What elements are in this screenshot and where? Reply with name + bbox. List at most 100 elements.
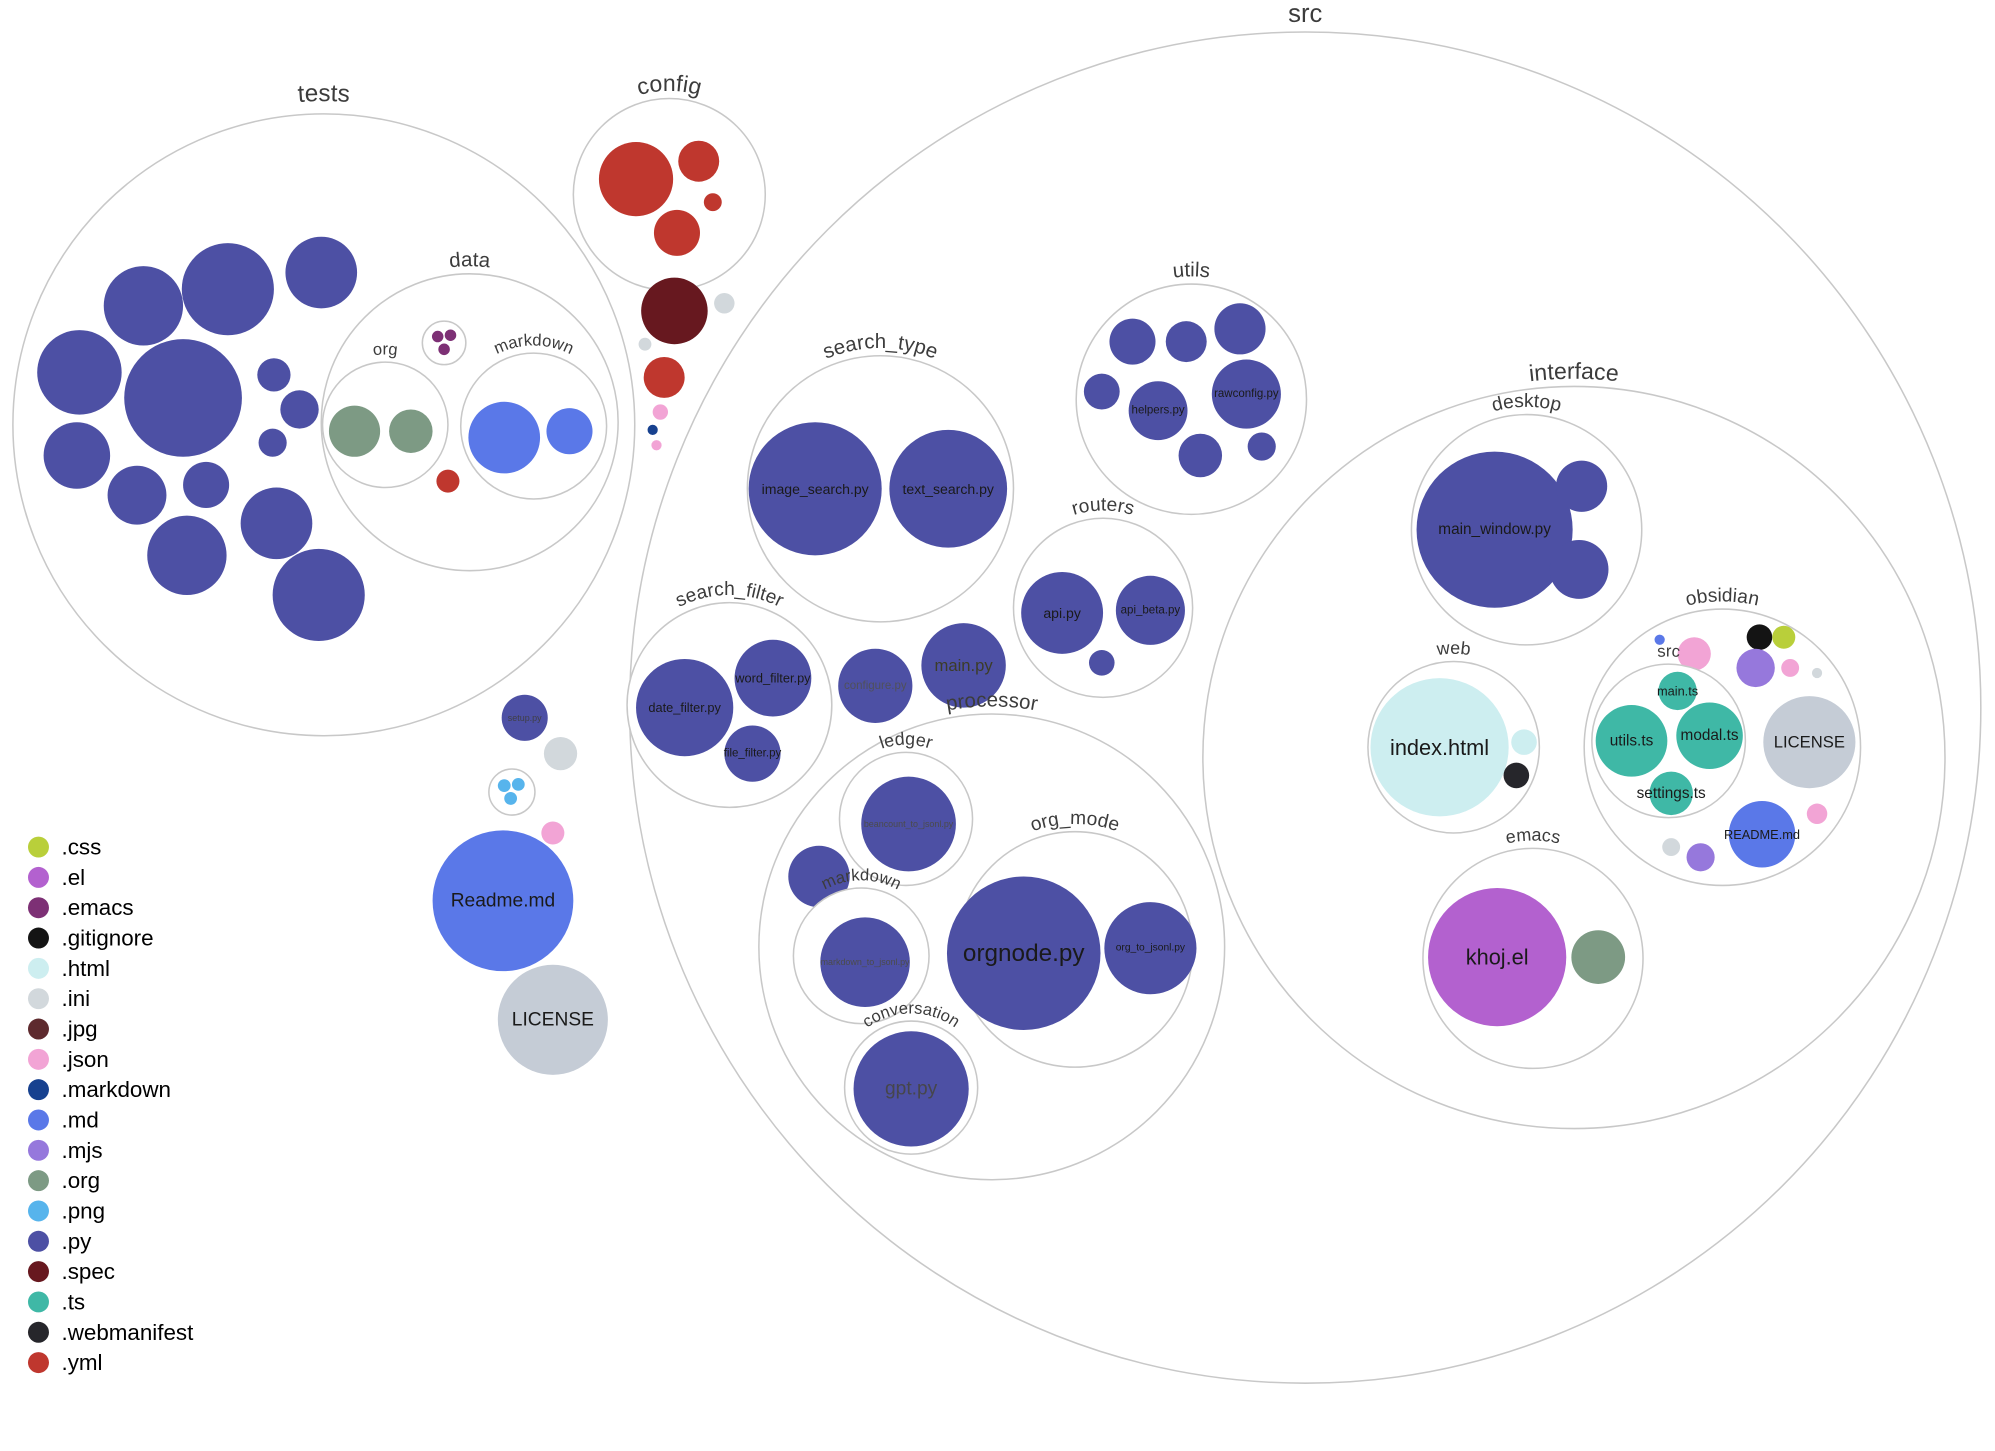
- file-circle-webmanifest-81: [1503, 762, 1530, 789]
- file-circle-org-17: [328, 405, 381, 457]
- file-label-LICENSE: LICENSE: [1774, 733, 1845, 752]
- dir-circle-tests-data-emacs: [421, 320, 467, 366]
- file-circle-css-86: [1772, 625, 1796, 649]
- legend-label-yml: .yml: [62, 1350, 103, 1375]
- file-circle-yml-30: [653, 209, 701, 256]
- file-circle-py-4: [37, 330, 122, 415]
- file-circle-Readme.md: [432, 830, 574, 972]
- legend-swatch-jpg: [27, 1018, 49, 1040]
- file-circle-yml-29: [678, 140, 720, 182]
- file-circle-ini-33: [714, 293, 735, 314]
- file-circle-file_filter.py: [724, 725, 781, 782]
- file-circle-settings.ts: [1649, 771, 1693, 816]
- file-circle-emacs-24: [444, 329, 457, 341]
- file-circle-py-1: [103, 266, 184, 346]
- file-label-org_to_jsonl.py: org_to_jsonl.py: [1116, 943, 1186, 954]
- file-label-text_search.py: text_search.py: [903, 481, 994, 497]
- legend-label-el: .el: [62, 865, 86, 890]
- legend-label-html: .html: [62, 956, 111, 981]
- dir-label-web: web: [1435, 638, 1472, 659]
- legend-label-jpg: .jpg: [62, 1017, 98, 1042]
- legend-swatch-yml: [27, 1352, 49, 1374]
- file-circle-json-84: [1677, 637, 1711, 671]
- file-label-markdown_to_jsonl.py: markdown_to_jsonl.py: [821, 957, 910, 967]
- legend-label-gitignore: .gitignore: [62, 926, 154, 951]
- legend-swatch-html: [27, 957, 49, 979]
- legend-swatch-markdown: [27, 1079, 49, 1101]
- legend-swatch-org: [27, 1170, 49, 1192]
- file-circle-py-51: [1247, 432, 1276, 461]
- dir-label-config: config: [634, 70, 704, 100]
- file-circle-yml-35: [643, 356, 685, 398]
- file-circle-py-13: [240, 487, 313, 560]
- file-circle-modal.ts: [1676, 702, 1743, 770]
- file-circle-py-65: [788, 845, 850, 908]
- dir-label-processor: processor: [944, 688, 1040, 715]
- file-label-date_filter.py: date_filter.py: [648, 700, 721, 715]
- dir-label-src: src: [1288, 0, 1323, 28]
- file-circle-py-8: [43, 422, 111, 489]
- file-circle-py-9: [107, 465, 167, 525]
- file-label-setup.py: setup.py: [508, 713, 542, 723]
- legend-label-org: .org: [62, 1168, 101, 1193]
- file-label-settings.ts: settings.ts: [1637, 785, 1706, 802]
- file-circle-yml-31: [703, 193, 722, 212]
- legend-label-py: .py: [62, 1229, 93, 1254]
- legend-swatch-css: [27, 836, 49, 858]
- file-circle-index.html: [1370, 678, 1509, 817]
- file-circle-png-107: [511, 777, 525, 791]
- file-label-main.ts: main.ts: [1657, 683, 1698, 698]
- file-circle-beancount_to_jsonl.py: [861, 776, 956, 872]
- file-label-index.html: index.html: [1390, 735, 1489, 760]
- file-circle-py-6: [257, 358, 291, 392]
- file-label-rawconfig.py: rawconfig.py: [1214, 388, 1279, 400]
- legend-swatch-emacs: [27, 897, 49, 919]
- file-label-word_filter.py: word_filter.py: [734, 671, 811, 686]
- file-circle-configure.py: [838, 648, 913, 723]
- file-circle-py-47: [1083, 373, 1120, 410]
- file-label-main.py: main.py: [934, 656, 993, 675]
- file-circle-markdown_to_jsonl.py: [820, 917, 910, 1007]
- file-circle-khoj.el: [1428, 888, 1567, 1027]
- file-circle-json-88: [1781, 658, 1800, 677]
- file-circle-helpers.py: [1128, 381, 1188, 441]
- file-circle-main_window.py: [1416, 451, 1573, 608]
- file-circle-gitignore-85: [1746, 624, 1773, 651]
- file-circle-yml-26: [436, 469, 460, 493]
- file-label-Readme.md: Readme.md: [451, 890, 556, 911]
- file-label-orgnode.py: orgnode.py: [963, 940, 1085, 967]
- legend-label-css: .css: [62, 835, 102, 860]
- legend-swatch-png: [27, 1200, 49, 1222]
- dir-label-tests: tests: [297, 80, 351, 108]
- file-label-helpers.py: helpers.py: [1132, 405, 1185, 417]
- file-circle-org-102: [1571, 930, 1626, 984]
- file-circle-py-7: [280, 390, 319, 429]
- file-label-utils.ts: utils.ts: [1610, 732, 1654, 749]
- file-circle-README.md: [1728, 800, 1796, 868]
- file-circle-png-108: [504, 792, 518, 805]
- file-circle-mjs-98: [1686, 843, 1715, 872]
- file-circle-py-76: [1556, 460, 1608, 512]
- file-circle-api_beta.py: [1115, 575, 1185, 645]
- file-circle-emacs-25: [438, 343, 450, 356]
- file-circle-word_filter.py: [734, 639, 812, 717]
- file-circle-md-20: [468, 401, 541, 474]
- file-label-modal.ts: modal.ts: [1681, 727, 1739, 744]
- file-circle-py-45: [1165, 321, 1207, 363]
- legend-label-spec: .spec: [62, 1259, 115, 1284]
- file-label-khoj.el: khoj.el: [1466, 945, 1529, 970]
- file-circle-py-10: [183, 461, 230, 508]
- dir-label-interface: interface: [1528, 358, 1620, 387]
- dir-circle-obsidian-src: [1591, 663, 1747, 819]
- file-circle-py-11: [258, 428, 287, 457]
- legend-label-markdown: .markdown: [62, 1077, 171, 1102]
- file-circle-py-77: [1549, 539, 1609, 599]
- dir-label-utils: utils: [1172, 258, 1212, 282]
- legend-label-ts: .ts: [62, 1289, 86, 1314]
- legend-swatch-py: [27, 1230, 49, 1252]
- legend-label-png: .png: [62, 1198, 106, 1223]
- file-circle-main.py: [921, 623, 1006, 708]
- file-circle-ini-89: [1811, 667, 1823, 679]
- file-circle-png-106: [497, 779, 511, 793]
